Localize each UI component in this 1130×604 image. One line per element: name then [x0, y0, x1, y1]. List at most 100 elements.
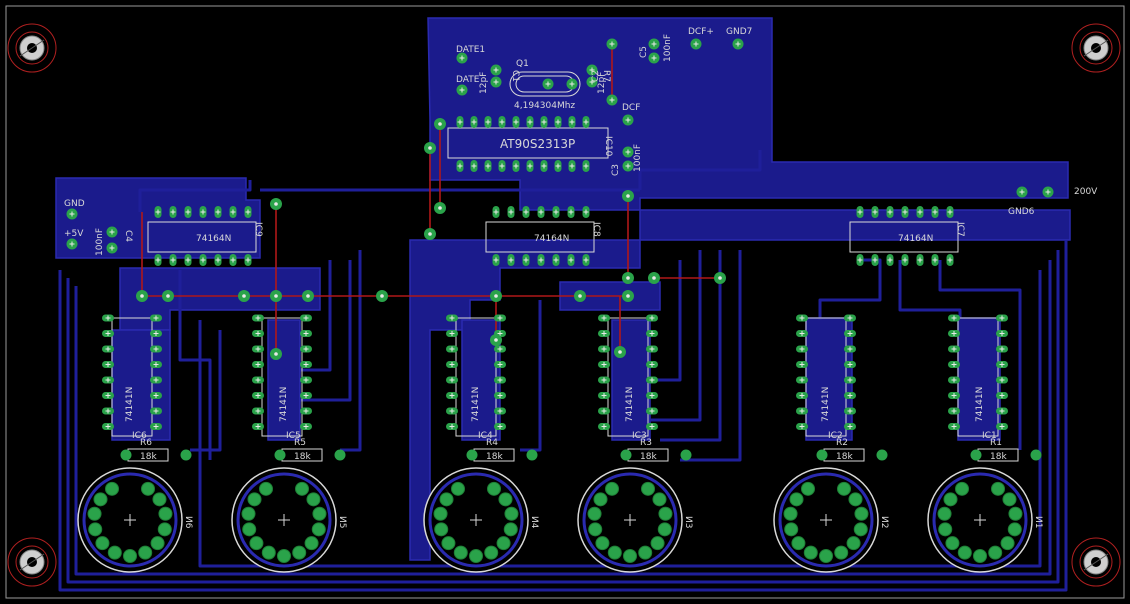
via: [270, 198, 282, 210]
r7-pad: [606, 38, 618, 50]
shift-register-pin: [871, 254, 879, 266]
decoder-pin: [996, 423, 1008, 430]
decoder-pin: [646, 330, 658, 337]
resistor-value-label: 18k: [836, 452, 853, 462]
decoder-pin: [494, 392, 506, 399]
shift-register-pin: [229, 206, 237, 218]
mcu-pin: [456, 160, 464, 172]
decoder-pin: [948, 330, 960, 337]
decoder-pin: [494, 361, 506, 368]
decoder-pin: [252, 345, 264, 353]
shift-register-pin: [199, 254, 207, 266]
via: [376, 290, 388, 302]
trace-right-3: [938, 260, 1022, 450]
vias: [136, 118, 726, 360]
mcu-pin: [540, 116, 548, 128]
shift-register-pin: [537, 254, 545, 266]
decoder-pin: [300, 361, 312, 368]
decoder-ref-label: IC1: [982, 431, 997, 441]
c3-pad: [622, 146, 634, 158]
mcu-pin: [512, 160, 520, 172]
shift-register-pin: [931, 206, 939, 218]
decoder-pin: [494, 407, 506, 415]
r7-label: R7: [601, 70, 611, 82]
decoder-pin: [446, 330, 458, 337]
gnd6-pad: [1016, 186, 1028, 198]
c5-pad: [648, 38, 660, 50]
via: [714, 272, 726, 284]
decoder-pin: [646, 423, 658, 430]
decoder-ref-label: IC5: [286, 431, 301, 441]
decoder-pin: [300, 392, 312, 399]
nixie-tubes: [77, 467, 1033, 573]
ic9-part-label: 74164N: [196, 234, 231, 244]
gnd6-label: GND6: [1008, 207, 1035, 217]
silkscreen-labels: AT90S2313P IC10 Q1 4,194304Mhz DATE1 DAT…: [64, 27, 1098, 256]
shift-register-pin: [184, 206, 192, 218]
nixie-tube: [927, 467, 1033, 573]
mounting-hole: [7, 23, 57, 73]
shift-register-pin: [229, 254, 237, 266]
shift-register-pin: [492, 206, 500, 218]
decoder-pin: [646, 376, 658, 384]
decoder-pin: [446, 407, 458, 415]
nixie-tube: [773, 467, 879, 573]
dcf-label: DCF: [622, 103, 640, 113]
decoder-pin: [150, 407, 162, 415]
decoder-pin: [844, 407, 856, 415]
tube-ref-label: И6: [183, 516, 193, 529]
mcu-pin: [568, 116, 576, 128]
resistor-ref-label: R2: [836, 438, 848, 448]
via: [434, 202, 446, 214]
decoder-pin: [102, 392, 114, 399]
shift-register-pin: [916, 206, 924, 218]
gnd7-label: GND7: [726, 27, 752, 37]
shift-register-pin: [169, 254, 177, 266]
c4-pad: [106, 226, 118, 238]
shift-register-pin: [886, 206, 894, 218]
nixie-tube: [231, 467, 337, 573]
trace-c4: [520, 300, 542, 452]
shift-register-pin: [154, 254, 162, 266]
decoder-pin: [598, 423, 610, 430]
date-pad: [456, 84, 468, 96]
decoder-pin: [102, 314, 114, 322]
decoder-pin: [844, 361, 856, 368]
mounting-holes: [7, 23, 1121, 587]
column-labels: 18kR674141NIC6И618kR574141NIC5И518kR4741…: [125, 387, 1043, 529]
ic7-outline: [849, 221, 959, 253]
c1-pad: [490, 76, 502, 88]
resistor-ref-label: R6: [140, 438, 152, 448]
decoder-pin: [150, 392, 162, 399]
trace-right-2: [898, 260, 962, 318]
shift-register-pin: [507, 254, 515, 266]
c3-pad: [622, 160, 634, 172]
ic9-ref-label: IC9: [253, 222, 263, 237]
resistor: [620, 448, 692, 462]
decoder-pin: [948, 376, 960, 384]
mcu-outline: [447, 127, 609, 159]
decoder-pin: [796, 423, 808, 430]
outer-bus-2: [66, 250, 1060, 584]
mcu-pin: [484, 160, 492, 172]
jumper-wires: [141, 40, 720, 354]
c1-value-label: 12pF: [479, 72, 489, 94]
date1-pad: [456, 52, 468, 64]
via: [424, 142, 436, 154]
decoder-pin: [796, 314, 808, 322]
shift-register-pin: [214, 254, 222, 266]
shift-register-pin: [199, 206, 207, 218]
tube-ref-label: И5: [337, 516, 347, 528]
decoder-pin: [150, 345, 162, 353]
decoder-pin: [150, 314, 162, 322]
shift-register-pin: [901, 206, 909, 218]
decoder-pin: [102, 423, 114, 430]
ic8-part-label: 74164N: [534, 234, 569, 244]
decoder-pin: [796, 392, 808, 399]
via: [648, 272, 660, 284]
tube-ref-label: И2: [879, 516, 889, 528]
mcu-pin: [582, 160, 590, 172]
ic7-part-label: 74164N: [898, 234, 933, 244]
shift-register-pin: [244, 206, 252, 218]
decoder-pin: [996, 314, 1008, 322]
